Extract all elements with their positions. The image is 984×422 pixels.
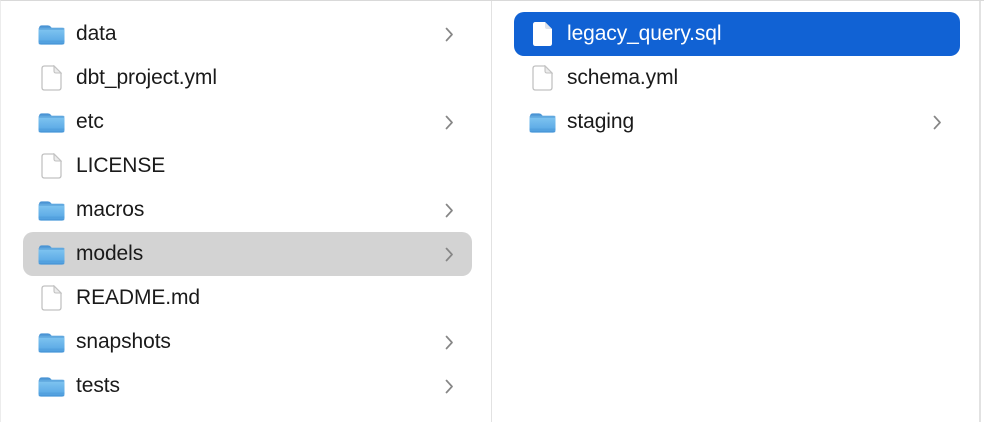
chevron-right-icon: [445, 379, 454, 394]
chevron-right-icon: [445, 27, 454, 42]
chevron-right-icon: [933, 115, 942, 130]
document-icon: [528, 65, 556, 91]
item-label: LICENSE: [76, 154, 166, 177]
folder-icon: [37, 112, 65, 133]
list-item-license[interactable]: LICENSE: [23, 144, 472, 188]
list-item-etc[interactable]: etc: [23, 100, 472, 144]
item-label: data: [76, 22, 117, 45]
list-item-tests[interactable]: tests: [23, 364, 472, 408]
list-item-snapshots[interactable]: snapshots: [23, 320, 472, 364]
list-item-macros[interactable]: macros: [23, 188, 472, 232]
item-label: README.md: [76, 286, 200, 309]
finder-column-right: legacy_query.sql schema.yml staging: [492, 1, 981, 422]
document-icon: [528, 21, 556, 47]
folder-icon: [528, 112, 556, 133]
item-label: tests: [76, 374, 120, 397]
item-label: etc: [76, 110, 104, 133]
document-icon: [37, 285, 65, 311]
item-label: models: [76, 242, 144, 265]
document-icon: [37, 65, 65, 91]
folder-icon: [37, 244, 65, 265]
item-label: legacy_query.sql: [567, 22, 722, 45]
folder-icon: [37, 376, 65, 397]
document-icon: [37, 153, 65, 179]
list-item-schema-yml[interactable]: schema.yml: [514, 56, 960, 100]
list-item-data[interactable]: data: [23, 12, 472, 56]
chevron-right-icon: [445, 247, 454, 262]
item-label: snapshots: [76, 330, 171, 353]
chevron-right-icon: [445, 115, 454, 130]
finder-column-left: data dbt_project.yml etc LICENSE macros …: [1, 1, 492, 422]
folder-icon: [37, 332, 65, 353]
list-item-staging[interactable]: staging: [514, 100, 960, 144]
item-label: dbt_project.yml: [76, 66, 217, 89]
item-label: staging: [567, 110, 635, 133]
folder-icon: [37, 24, 65, 45]
chevron-right-icon: [445, 335, 454, 350]
item-label: schema.yml: [567, 66, 679, 89]
list-item-legacy-query-sql-selected[interactable]: legacy_query.sql: [514, 12, 960, 56]
list-item-models-selected[interactable]: models: [23, 232, 472, 276]
list-item-readme-md[interactable]: README.md: [23, 276, 472, 320]
folder-icon: [37, 200, 65, 221]
list-item-dbt-project-yml[interactable]: dbt_project.yml: [23, 56, 472, 100]
item-label: macros: [76, 198, 145, 221]
chevron-right-icon: [445, 203, 454, 218]
